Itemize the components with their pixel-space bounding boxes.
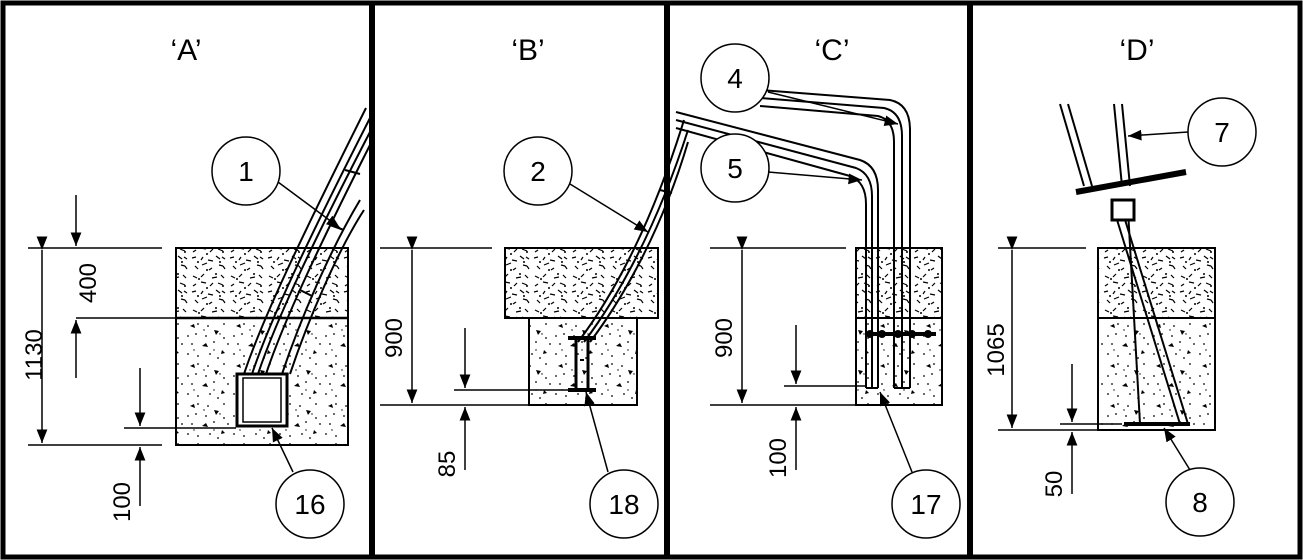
panel-title: ‘A’	[170, 34, 201, 67]
dim-label: 900	[381, 318, 408, 358]
concrete-footing	[1097, 317, 1216, 431]
callout-number: 16	[294, 489, 325, 520]
soil-layer	[1097, 247, 1216, 319]
panel-d: ‘D’ 1065 50 7 8	[983, 34, 1257, 537]
dim-label: 50	[1041, 471, 1068, 498]
panel-title: ‘B’	[511, 34, 544, 67]
curved-pipe	[577, 119, 689, 343]
callout-bubble	[891, 469, 961, 539]
dim-label: 900	[711, 318, 738, 358]
dimension-lines	[28, 195, 236, 506]
panel-title: ‘C’	[815, 34, 850, 67]
soil-layer	[855, 247, 943, 319]
callout-number: 5	[727, 153, 743, 184]
dim-label: 100	[765, 438, 792, 478]
panel-b: ‘B’ 900 85 2	[380, 34, 689, 539]
callout-leader	[569, 183, 649, 233]
callout-number: 7	[1214, 117, 1230, 148]
dim-label: 1130	[21, 329, 48, 381]
anchor-cage-inner	[242, 377, 282, 423]
coupler	[1110, 198, 1136, 222]
panel-c: ‘C’ 900 100	[675, 34, 961, 539]
callout-bubble	[700, 43, 770, 113]
soil-layer	[175, 247, 349, 319]
callout-number: 18	[608, 489, 639, 520]
callout-leader	[584, 391, 609, 473]
callout-number: 4	[727, 63, 743, 94]
callout-bubble	[589, 469, 659, 539]
callout-number: 8	[1192, 487, 1208, 518]
callout-leader	[277, 181, 341, 229]
dim-label: 100	[109, 482, 136, 522]
base-plate	[1075, 169, 1187, 195]
dim-label: 400	[75, 263, 102, 303]
callout-bubble	[700, 133, 770, 203]
callout-leader	[767, 171, 863, 185]
dimension-lines	[998, 236, 1122, 494]
anchor-cage	[235, 372, 289, 428]
panel-a: ‘A’ 11	[21, 34, 371, 539]
callout-leader	[1127, 129, 1189, 141]
dimension-lines	[710, 236, 866, 470]
panel-title: ‘D’	[1120, 34, 1155, 67]
anchor-plate	[568, 336, 596, 392]
callout-number: 17	[910, 489, 941, 520]
callout-bubble	[503, 136, 573, 206]
callout-leader	[767, 91, 899, 127]
callout-bubble	[275, 469, 345, 539]
dimension-lines	[380, 236, 572, 470]
anchor-nuts	[866, 330, 936, 338]
callout-number: 1	[238, 156, 254, 187]
curved-pipe	[243, 107, 371, 375]
callout-bubble	[211, 136, 281, 206]
callout-bubble	[1165, 467, 1235, 537]
soil-layer	[504, 247, 659, 319]
callout-leader	[1163, 427, 1191, 471]
callout-number: 2	[530, 156, 546, 187]
callout-leader	[271, 427, 294, 473]
dim-label: 85	[434, 451, 461, 478]
callout-leader	[879, 391, 913, 473]
dim-label: 1065	[983, 323, 1010, 376]
inclined-post	[1059, 103, 1189, 425]
